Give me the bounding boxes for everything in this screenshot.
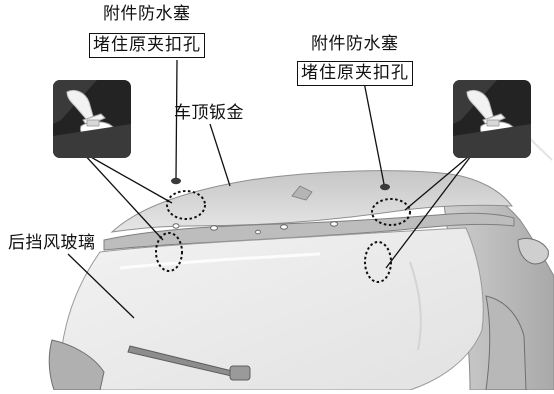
antenna-fin [291, 185, 313, 201]
clip-hole [172, 223, 180, 229]
pointer-line [404, 151, 475, 211]
clip-hole [280, 224, 288, 230]
leader-line [363, 81, 385, 185]
highlight-ellipse [166, 190, 206, 220]
clip-hole [255, 229, 261, 235]
leader-line [175, 59, 178, 179]
plug-marker-right [380, 183, 390, 191]
roof-panel-label: 车顶钣金 [174, 103, 244, 123]
leader-line [209, 123, 231, 187]
left-tail-light [48, 339, 105, 391]
plug-label-left-line2: 堵住原夹扣孔 [89, 33, 205, 58]
glass-reflection [409, 261, 422, 351]
pointer-line [385, 151, 475, 269]
pointer-line [81, 151, 164, 241]
clip-hole [210, 225, 218, 231]
highlight-ellipse [371, 198, 411, 226]
glass-reflection [119, 252, 321, 270]
rear-window-label: 后挡风玻璃 [8, 233, 96, 253]
highlight-ellipse [155, 232, 183, 272]
plug-label-left-line1: 附件防水塞 [103, 4, 191, 24]
spoiler-lip [103, 212, 515, 251]
wiper-pivot [229, 365, 251, 381]
plug-marker-left [171, 177, 181, 185]
pointer-line [81, 151, 173, 204]
plug-label-right-line1: 附件防水塞 [311, 34, 399, 54]
leader-line [67, 253, 135, 319]
plug-label-right-line2: 堵住原夹扣孔 [297, 61, 413, 86]
roof-panel [110, 170, 514, 233]
clip-hole [330, 221, 338, 227]
side-mirror [517, 237, 549, 265]
applying-sealant-hand-icon [53, 80, 131, 158]
applying-sealant-hand-icon [453, 80, 531, 158]
